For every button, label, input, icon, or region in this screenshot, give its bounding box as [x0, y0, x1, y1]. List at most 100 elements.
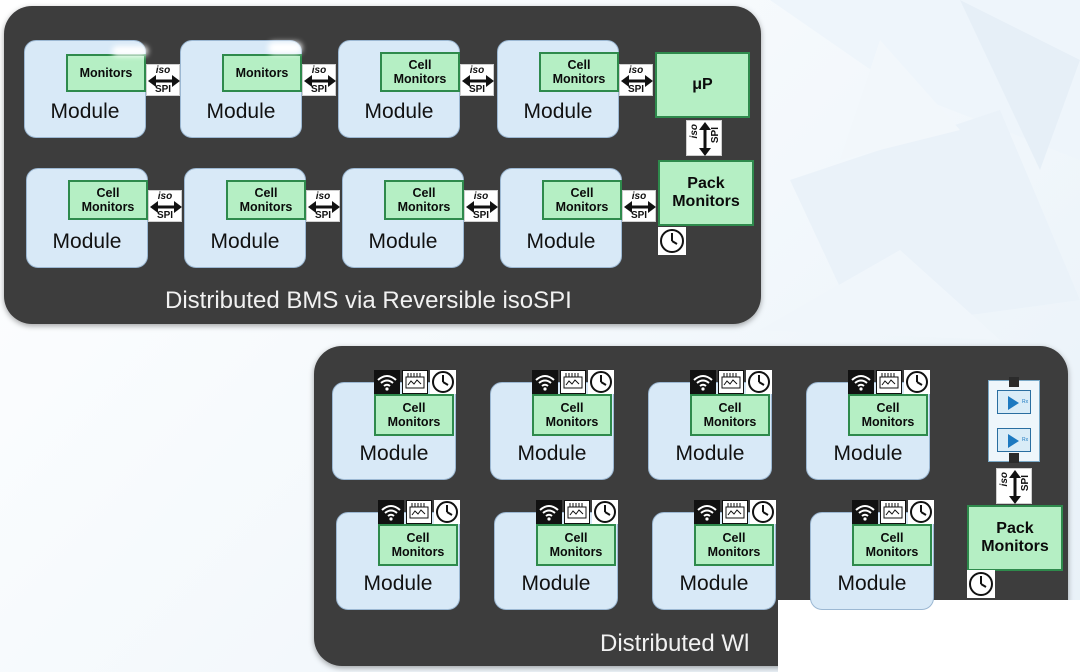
chip-icon	[880, 500, 906, 524]
svg-text:Rx: Rx	[1022, 437, 1029, 443]
cell-monitors-box: Cell Monitors	[226, 180, 306, 220]
module-label: Module	[210, 230, 280, 253]
chip-icon	[560, 370, 586, 394]
module-label: Module	[833, 442, 903, 465]
cell-monitors-label: Monitors	[235, 65, 289, 80]
vertical-link-spi: SPI	[710, 127, 721, 144]
cell-monitors-label: Cell Monitors	[393, 57, 447, 86]
link-spi-label: SPI	[627, 84, 645, 95]
chip-icon	[722, 500, 748, 524]
chip-icon	[718, 370, 744, 394]
cell-monitors-box: Cell Monitors	[374, 394, 454, 436]
chip-icon	[402, 370, 428, 394]
double-arrow-icon	[308, 201, 340, 213]
cell-monitors-label: Cell Monitors	[861, 400, 915, 429]
module-icon-strip	[848, 370, 930, 394]
wifi-icon	[532, 370, 558, 394]
bottom-pack-monitors-label: Pack Monitors	[981, 519, 1049, 555]
microcontroller-box: μP	[655, 52, 750, 118]
cell-monitors-box: Monitors	[222, 54, 302, 92]
clock-icon	[430, 370, 456, 394]
module-icon-strip	[374, 370, 456, 394]
module-label: Module	[368, 230, 438, 253]
top-diagram-caption: Distributed BMS via Reversible isoSPI	[165, 287, 572, 314]
bottom-pack-clock-icon	[967, 570, 995, 598]
link-iso-label: iso	[157, 191, 173, 202]
top-vertical-isospi-link: iso SPI	[686, 120, 722, 156]
redacted-text	[112, 46, 148, 56]
clock-icon	[588, 370, 614, 394]
wifi-icon	[374, 370, 400, 394]
cell-monitors-box: Cell Monitors	[536, 524, 616, 566]
cell-monitors-box: Cell Monitors	[848, 394, 928, 436]
module-icon-strip	[852, 500, 934, 524]
module-label: Module	[359, 442, 429, 465]
cell-monitors-box: Cell Monitors	[68, 180, 148, 220]
svg-text:Rx: Rx	[1022, 399, 1029, 405]
vertical-double-arrow-icon	[699, 122, 711, 156]
double-arrow-icon	[624, 201, 656, 213]
cell-monitors-label: Monitors	[79, 65, 133, 80]
top-pack-clock-icon	[658, 227, 686, 255]
clock-icon	[434, 500, 460, 524]
cell-monitors-box: Cell Monitors	[852, 524, 932, 566]
module-label: Module	[679, 572, 749, 595]
module-icon-strip	[690, 370, 772, 394]
module-label: Module	[521, 572, 591, 595]
receiver-antenna-top	[1009, 377, 1019, 387]
link-spi-label: SPI	[314, 210, 332, 221]
module-label: Module	[363, 572, 433, 595]
cell-monitors-box: Monitors	[66, 54, 146, 92]
module-label: Module	[526, 230, 596, 253]
clock-icon	[746, 370, 772, 394]
cell-monitors-label: Cell Monitors	[703, 400, 757, 429]
cell-monitors-label: Cell Monitors	[81, 185, 135, 214]
cell-monitors-box: Cell Monitors	[532, 394, 612, 436]
cell-monitors-label: Cell Monitors	[391, 530, 445, 559]
cell-monitors-box: Cell Monitors	[380, 52, 460, 92]
link-iso-label: iso	[469, 65, 485, 76]
wifi-icon	[694, 500, 720, 524]
cell-monitors-box: Cell Monitors	[694, 524, 774, 566]
cell-monitors-label: Cell Monitors	[555, 185, 609, 214]
receiver-play-icon: Rx	[1008, 396, 1029, 410]
double-arrow-icon	[462, 75, 494, 87]
module-icon-strip	[378, 500, 460, 524]
double-arrow-icon	[304, 75, 336, 87]
cell-monitors-label: Cell Monitors	[545, 400, 599, 429]
clock-icon	[904, 370, 930, 394]
chip-icon	[876, 370, 902, 394]
bottom-pack-monitors-box: Pack Monitors	[967, 505, 1063, 571]
wifi-icon	[378, 500, 404, 524]
receiver-antenna-bottom	[1009, 453, 1019, 463]
link-spi-label: SPI	[468, 84, 486, 95]
bottom-diagram-caption: Distributed Wl	[600, 630, 750, 657]
double-arrow-icon	[466, 201, 498, 213]
link-spi-label: SPI	[310, 84, 328, 95]
link-iso-label: iso	[628, 65, 644, 76]
module-label: Module	[52, 230, 122, 253]
wifi-icon	[848, 370, 874, 394]
link-spi-label: SPI	[630, 210, 648, 221]
wifi-icon	[852, 500, 878, 524]
wifi-icon	[536, 500, 562, 524]
bottom-vertical-isospi-link: iso SPI	[996, 468, 1032, 504]
module-label: Module	[675, 442, 745, 465]
double-arrow-icon	[150, 201, 182, 213]
cell-monitors-box: Cell Monitors	[690, 394, 770, 436]
microcontroller-label: μP	[692, 75, 713, 93]
cell-monitors-box: Cell Monitors	[539, 52, 619, 92]
clock-icon	[908, 500, 934, 524]
cell-monitors-label: Cell Monitors	[865, 530, 919, 559]
module-label: Module	[523, 100, 593, 123]
bottom-caption-cutoff	[778, 600, 1080, 672]
wifi-icon	[690, 370, 716, 394]
link-iso-label: iso	[631, 191, 647, 202]
clock-icon	[750, 500, 776, 524]
